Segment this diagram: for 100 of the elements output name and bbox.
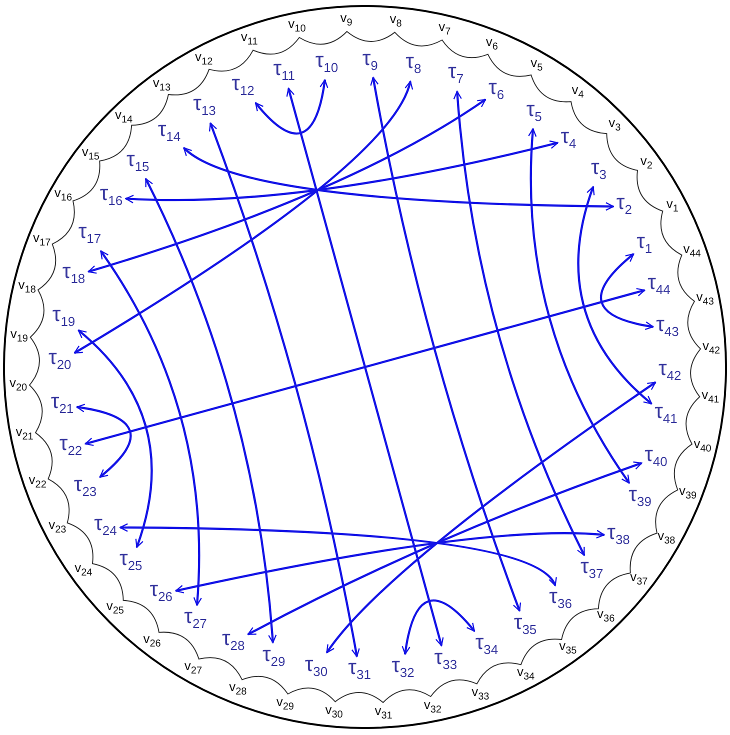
node-label: τ$_{15}$: [126, 150, 150, 177]
node-label: τ$_{10}$: [314, 50, 340, 78]
node-label: τ$_{42}$: [657, 358, 682, 386]
vertex-label: v$_{6}$: [486, 34, 498, 54]
vertex-label: v$_{2}$: [640, 154, 652, 174]
node-label: τ$_{27}$: [183, 607, 208, 634]
vertex-label: v$_{1}$: [666, 196, 678, 216]
double-arrow: [76, 404, 132, 478]
node-label: τ$_{37}$: [579, 557, 604, 584]
vertex-label: v$_{33}$: [472, 684, 490, 704]
vertex-label: v$_{26}$: [143, 632, 161, 650]
node-label: τ$_{11}$: [272, 59, 296, 87]
double-arrow: [120, 523, 556, 586]
vertex-label: v$_{3}$: [608, 116, 621, 136]
vertex-label: v$_{9}$: [340, 11, 352, 30]
node-label: τ$_{14}$: [156, 120, 182, 147]
double-arrow: [370, 76, 522, 612]
node-label: τ$_{40}$: [644, 444, 668, 472]
node-label: τ$_{12}$: [230, 74, 256, 102]
double-arrow: [577, 186, 652, 405]
vertex-label: v$_{8}$: [390, 12, 402, 30]
vertex-label: v$_{37}$: [630, 570, 648, 589]
double-arrow: [84, 288, 646, 446]
vertex-label: v$_{39}$: [678, 484, 697, 503]
vertex-label: v$_{4}$: [572, 83, 584, 102]
vertex-label: v$_{29}$: [276, 695, 294, 714]
node-label: τ$_{31}$: [347, 658, 372, 686]
node-label: τ$_{43}$: [655, 315, 680, 343]
node-label: τ$_{5}$: [525, 100, 543, 128]
vertex-label: v$_{21}$: [16, 425, 34, 444]
node-label: τ$_{21}$: [50, 392, 75, 419]
node-label: τ$_{9}$: [361, 48, 379, 76]
vertex-label: v$_{38}$: [658, 529, 676, 548]
vertex-label: v$_{34}$: [516, 664, 535, 684]
double-arrow: [600, 253, 654, 330]
double-arrow: [144, 178, 277, 644]
vertex-label: v$_{25}$: [106, 598, 124, 618]
double-arrow: [100, 250, 202, 606]
double-arrow: [88, 98, 486, 274]
vertex-label: v$_{22}$: [28, 473, 46, 492]
vertex-label: v$_{44}$: [683, 242, 701, 261]
double-arrow: [247, 461, 642, 636]
node-label: τ$_{39}$: [628, 485, 652, 512]
vertex-label: v$_{12}$: [195, 50, 213, 69]
vertex-label: v$_{14}$: [114, 108, 133, 126]
node-label: τ$_{35}$: [512, 612, 538, 640]
node-label: τ$_{1}$: [636, 232, 654, 259]
vertex-label: v$_{16}$: [54, 186, 72, 204]
vertex-label: v$_{32}$: [424, 698, 442, 716]
node-label: τ$_{33}$: [433, 648, 458, 675]
vertex-label: v$_{19}$: [10, 326, 28, 346]
vertex-label: v$_{17}$: [33, 230, 51, 250]
node-label: τ$_{8}$: [404, 52, 422, 80]
vertex-label: v$_{36}$: [597, 607, 615, 626]
vertex-label: v$_{42}$: [702, 338, 720, 358]
node-label: τ$_{29}$: [261, 644, 286, 672]
node-label: τ$_{6}$: [488, 78, 506, 106]
double-arrow: [286, 88, 444, 646]
vertex-label: v$_{27}$: [184, 659, 202, 678]
vertex-label: v$_{5}$: [530, 56, 543, 74]
vertex-label: v$_{18}$: [18, 278, 36, 296]
double-arrow: [326, 381, 656, 654]
double-arrow: [208, 122, 360, 658]
node-label: τ$_{20}$: [48, 348, 72, 376]
node-label: τ$_{19}$: [51, 304, 76, 332]
node-label: τ$_{7}$: [447, 62, 465, 90]
double-arrow: [453, 90, 586, 556]
vertex-label: v$_{35}$: [559, 638, 577, 658]
double-arrow: [175, 530, 605, 594]
double-arrow: [78, 329, 153, 548]
double-arrow: [254, 79, 328, 135]
double-arrow: [74, 80, 412, 354]
vertex-label: v$_{24}$: [74, 560, 92, 580]
node-label: τ$_{44}$: [646, 272, 672, 300]
double-arrow: [528, 128, 630, 484]
vertex-label: v$_{20}$: [10, 376, 28, 395]
vertex-label: v$_{13}$: [152, 76, 171, 95]
vertex-label: v$_{30}$: [325, 703, 343, 722]
vertex-label: v$_{40}$: [694, 437, 712, 456]
vertex-label: v$_{15}$: [82, 144, 100, 164]
vertex-label: v$_{43}$: [696, 290, 714, 308]
vertex-label: v$_{7}$: [438, 20, 451, 38]
vertex-label: v$_{28}$: [229, 680, 247, 700]
vertex-label: v$_{10}$: [288, 17, 306, 36]
vertex-label: v$_{23}$: [48, 518, 66, 538]
node-label: τ$_{30}$: [304, 654, 329, 682]
node-label: τ$_{36}$: [548, 587, 573, 615]
node-label: τ$_{3}$: [590, 158, 608, 185]
node-label: τ$_{32}$: [390, 656, 416, 684]
node-label: τ$_{41}$: [654, 402, 678, 430]
node-label: τ$_{17}$: [77, 222, 102, 250]
node-label: τ$_{24}$: [93, 514, 118, 542]
node-label: τ$_{25}$: [118, 549, 144, 576]
double-arrow: [125, 140, 558, 204]
vertex-label: v$_{31}$: [374, 704, 392, 723]
double-arrow: [402, 599, 476, 655]
node-label: τ$_{34}$: [474, 633, 500, 660]
vertex-label: v$_{41}$: [702, 388, 720, 407]
node-label: τ$_{22}$: [58, 434, 84, 462]
double-arrow: [183, 146, 614, 211]
